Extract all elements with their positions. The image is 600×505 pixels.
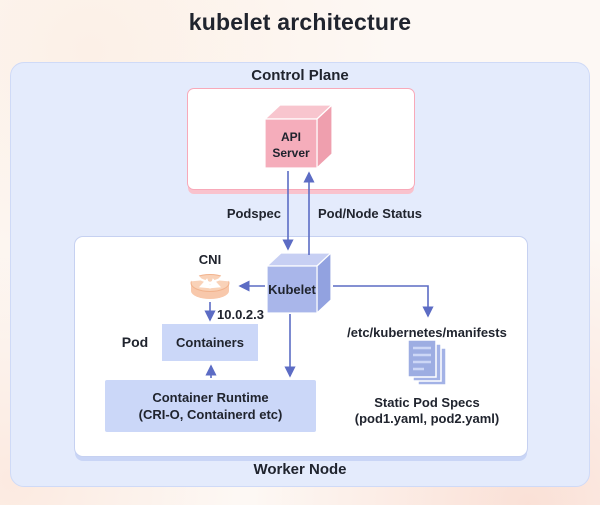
page-title: kubelet architecture xyxy=(188,9,412,35)
containers-box: Containers xyxy=(162,324,258,361)
podspec-label: Podspec xyxy=(226,206,281,221)
kubelet-label: Kubelet xyxy=(268,282,316,297)
cni-label: CNI xyxy=(198,252,222,267)
ip-label: 10.0.2.3 xyxy=(217,307,264,322)
container-runtime-label-line2: (CRI-O, Containerd etc) xyxy=(138,407,283,422)
containers-label: Containers xyxy=(176,335,244,350)
static-pod-specs-label: Static Pod Specs (pod1.yaml, pod2.yaml) xyxy=(354,395,500,426)
worker-node-label: Worker Node xyxy=(253,461,347,478)
pod-node-status-label: Pod/Node Status xyxy=(318,206,423,221)
control-plane-label: Control Plane xyxy=(251,67,349,84)
manifests-path-label: /etc/kubernetes/manifests xyxy=(347,325,507,340)
pod-label: Pod xyxy=(121,334,149,350)
container-runtime-label-line1: Container Runtime xyxy=(152,390,269,405)
container-runtime-box: Container Runtime (CRI-O, Containerd etc… xyxy=(105,380,316,432)
